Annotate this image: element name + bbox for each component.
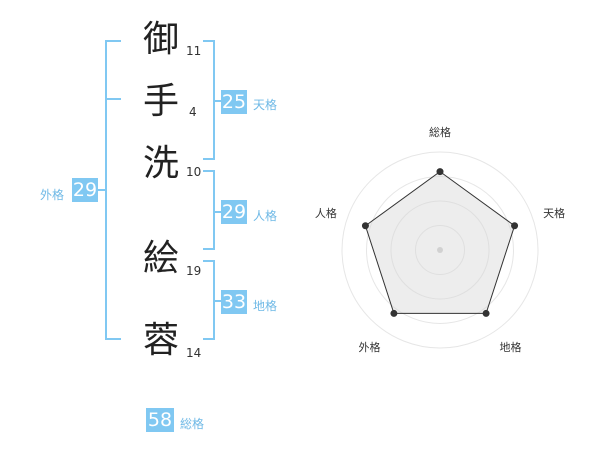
- radar-axis-label-4: 外格: [358, 340, 380, 354]
- gaikaku-label: 外格: [40, 188, 65, 202]
- radar-ring: [366, 176, 514, 324]
- chikaku-bracket-tick: [213, 300, 221, 302]
- radar-axis-label-3: 地格: [500, 340, 522, 354]
- name-char-4: 絵: [143, 238, 180, 279]
- gaikaku-badge: 29: [72, 178, 98, 202]
- jinkaku-label: 人格: [253, 209, 278, 223]
- jinkaku-badge: 29: [221, 200, 247, 224]
- jinkaku-bracket-top: [203, 170, 215, 172]
- name-char-5: 蓉: [143, 320, 180, 361]
- radar-ring: [415, 225, 465, 275]
- name-char-2: 手: [143, 81, 180, 122]
- stroke-count-3: 10: [186, 165, 202, 179]
- stroke-count-1: 11: [186, 44, 202, 58]
- radar-point-3: [482, 309, 490, 317]
- tenkaku-bracket-top: [203, 40, 215, 42]
- outer-bracket-top: [105, 40, 121, 42]
- chikaku-label: 地格: [253, 299, 278, 313]
- name-char-3: 洗: [143, 143, 180, 184]
- radar-point-5: [361, 222, 369, 230]
- jinkaku-bracket-bottom: [203, 248, 215, 250]
- outer-bracket-tick: [97, 189, 105, 191]
- stroke-count-4: 19: [186, 264, 202, 278]
- radar-center: [437, 247, 443, 253]
- soukaku-label: 総格: [180, 417, 205, 431]
- name-char-1: 御: [143, 19, 180, 60]
- radar-point-4: [390, 309, 398, 317]
- stroke-count-5: 14: [186, 346, 202, 360]
- outer-bracket-bottom: [105, 338, 121, 340]
- jinkaku-bracket-tick: [213, 211, 221, 213]
- tenkaku-bracket-tick: [213, 100, 221, 102]
- outer-bracket-mid: [105, 98, 121, 100]
- chikaku-badge: 33: [221, 290, 247, 314]
- tenkaku-badge: 25: [221, 90, 247, 114]
- radar-point-2: [511, 222, 519, 230]
- jinkaku-bracket-vertical: [213, 170, 215, 250]
- radar-polygon: [364, 170, 516, 314]
- tenkaku-label: 天格: [253, 98, 278, 112]
- radar-axis-label-1: 総格: [429, 125, 451, 139]
- chikaku-bracket-top: [203, 260, 215, 262]
- chikaku-bracket-bottom: [203, 338, 215, 340]
- radar-point-1: [436, 168, 444, 176]
- soukaku-badge: 58: [146, 408, 174, 432]
- stroke-count-2: 4: [189, 105, 197, 119]
- tenkaku-bracket-bottom: [203, 158, 215, 160]
- outer-bracket-vertical: [105, 40, 107, 340]
- radar-axis-label-5: 人格: [315, 206, 337, 220]
- radar-ring: [390, 200, 490, 300]
- radar-axis-label-2: 天格: [543, 206, 565, 220]
